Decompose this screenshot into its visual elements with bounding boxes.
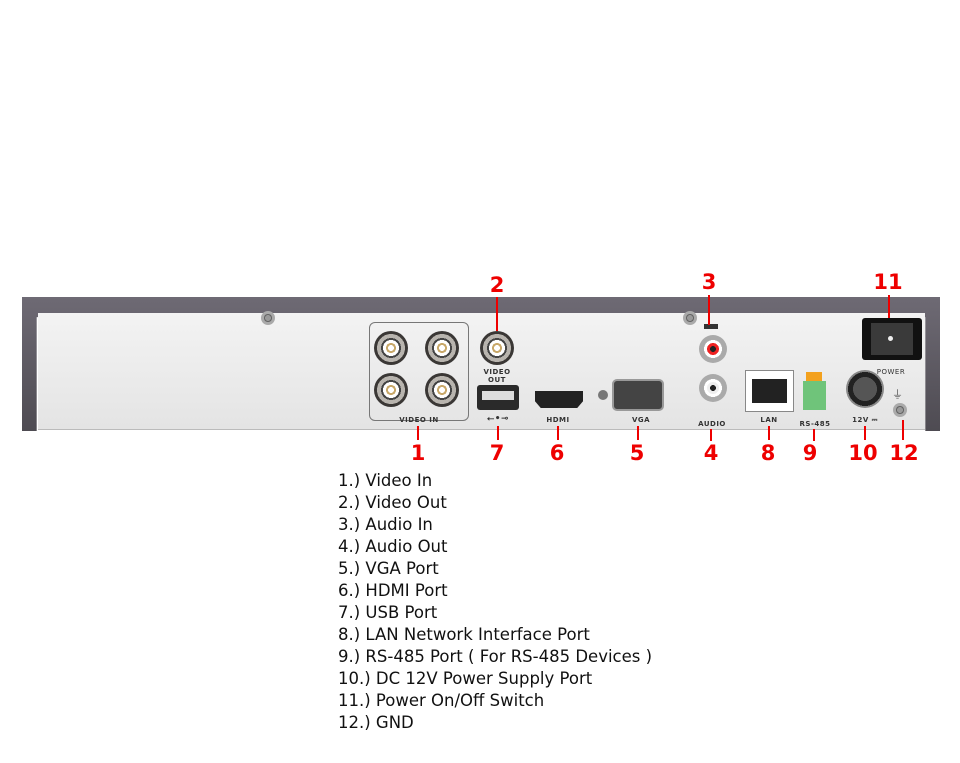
dc-label: 12V ⎓ — [852, 416, 878, 424]
callout-8: 8 — [760, 441, 776, 465]
callout-1: 1 — [410, 441, 426, 465]
leader-line — [417, 426, 419, 440]
port-legend: 1.) Video In 2.) Video Out 3.) Audio In … — [338, 470, 652, 734]
vga-screw-icon — [598, 390, 608, 400]
leader-line — [768, 426, 770, 440]
power-switch[interactable] — [862, 318, 922, 360]
hdmi-label: HDMI — [546, 416, 570, 424]
hdmi-port-icon — [535, 391, 583, 408]
rs485-label: RS-485 — [799, 420, 831, 428]
video-out-label-2: OUT — [488, 376, 506, 384]
legend-item: 7.) USB Port — [338, 603, 438, 622]
leader-line — [497, 426, 499, 440]
audio-out-rca-icon — [699, 374, 727, 402]
usb-symbol-icon: ⭠•⊸ — [487, 414, 509, 424]
leader-line — [888, 295, 890, 318]
bnc-connector-icon — [425, 331, 459, 365]
callout-4: 4 — [703, 441, 719, 465]
legend-item: 5.) VGA Port — [338, 559, 439, 578]
callout-12: 12 — [889, 441, 919, 465]
callout-5: 5 — [629, 441, 645, 465]
power-label: POWER — [876, 368, 906, 376]
callout-2: 2 — [489, 273, 505, 297]
ground-symbol-icon: ⏚ — [892, 388, 903, 401]
legend-item: 6.) HDMI Port — [338, 581, 448, 600]
legend-item: 9.) RS-485 Port ( For RS-485 Devices ) — [338, 647, 653, 666]
audio-label: AUDIO — [698, 420, 726, 428]
rs485-terminal-icon — [803, 372, 826, 410]
callout-7: 7 — [489, 441, 505, 465]
callout-10: 10 — [848, 441, 878, 465]
leader-line — [813, 429, 815, 441]
leader-line — [864, 426, 866, 440]
audio-in-rca-icon — [699, 335, 727, 363]
callout-6: 6 — [549, 441, 565, 465]
legend-item: 10.) DC 12V Power Supply Port — [338, 669, 593, 688]
bnc-connector-icon — [425, 373, 459, 407]
legend-item: 2.) Video Out — [338, 493, 447, 512]
leader-line — [637, 426, 639, 440]
vga-label: VGA — [631, 416, 651, 424]
lan-port-icon — [745, 370, 794, 412]
leader-line — [902, 420, 904, 440]
screw-icon — [261, 311, 275, 325]
callout-3: 3 — [701, 270, 717, 294]
leader-line — [557, 426, 559, 440]
legend-item: 8.) LAN Network Interface Port — [338, 625, 590, 644]
ground-screw-icon — [893, 403, 907, 417]
legend-item: 11.) Power On/Off Switch — [338, 691, 545, 710]
legend-item: 12.) GND — [338, 713, 414, 732]
usb-port-icon — [477, 385, 519, 410]
callout-11: 11 — [873, 270, 903, 294]
screw-icon — [683, 311, 697, 325]
video-in-group — [369, 322, 469, 421]
legend-item: 1.) Video In — [338, 471, 433, 490]
audio-in-marker — [704, 324, 718, 329]
callout-9: 9 — [802, 441, 818, 465]
leader-line — [496, 297, 498, 331]
dc-power-port-icon — [846, 370, 884, 408]
video-in-label: VIDEO IN — [399, 416, 439, 424]
bnc-connector-icon — [374, 373, 408, 407]
legend-item: 4.) Audio Out — [338, 537, 448, 556]
video-out-bnc-icon — [480, 331, 514, 365]
vga-port-icon — [612, 379, 664, 411]
legend-item: 3.) Audio In — [338, 515, 433, 534]
leader-line — [708, 295, 710, 325]
video-out-label-1: VIDEO — [483, 368, 511, 376]
lan-label: LAN — [760, 416, 778, 424]
bnc-connector-icon — [374, 331, 408, 365]
leader-line — [710, 429, 712, 441]
